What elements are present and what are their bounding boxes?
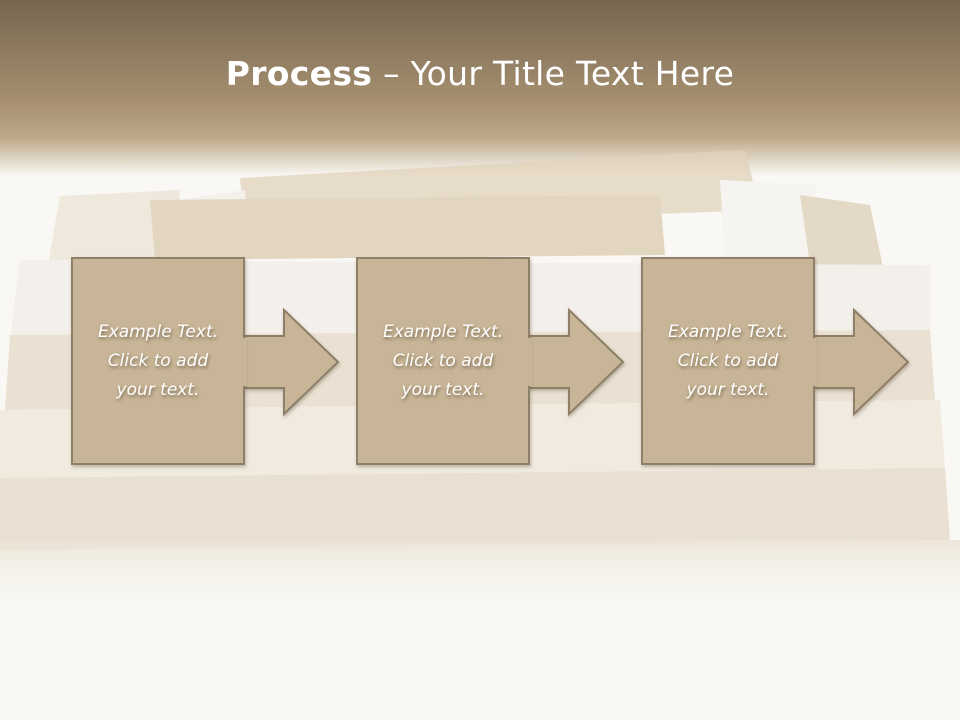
step-3[interactable]: Example Text. Click to add your text. — [641, 257, 815, 465]
title-rest: – Your Title Text Here — [372, 54, 735, 93]
step-2-text[interactable]: Example Text. Click to add your text. — [382, 321, 504, 400]
arrow-3 — [813, 307, 910, 417]
step-2[interactable]: Example Text. Click to add your text. — [356, 257, 530, 465]
step-3-text[interactable]: Example Text. Click to add your text. — [667, 321, 789, 400]
step-box-3[interactable] — [641, 257, 815, 465]
step-1[interactable]: Example Text. Click to add your text. — [71, 257, 245, 465]
step-1-text[interactable]: Example Text. Click to add your text. — [97, 321, 219, 400]
slide-title: Process – Your Title Text Here — [0, 52, 960, 96]
arrow-1 — [243, 307, 340, 417]
title-bold: Process — [225, 54, 373, 93]
arrow-2 — [528, 307, 625, 417]
step-box-1[interactable] — [71, 257, 245, 465]
